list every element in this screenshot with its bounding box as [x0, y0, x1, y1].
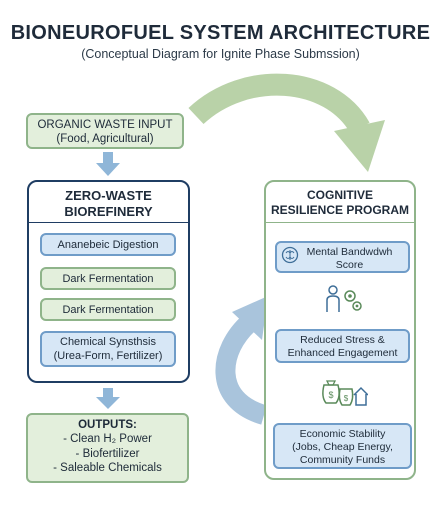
program-divider — [266, 222, 414, 223]
cognitive-program-title: COGNITIVE RESILIENCE PROGRAM — [264, 188, 416, 218]
down-arrow-2-shaft — [103, 388, 113, 398]
anaerobic-digestion-box: Ananebeic Digestion — [40, 233, 176, 256]
down-arrow-1-shaft — [103, 152, 113, 164]
down-arrow-1-head — [96, 163, 120, 176]
output-item-2: - Biofertilizer — [75, 447, 140, 460]
curved-arrow-green-head — [334, 120, 385, 172]
chemical-synthesis-box: Chemical Synsthsis (Urea-Form, Fertilize… — [40, 331, 176, 367]
outputs-box: OUTPUTS: - Clean H₂ Power - Biofertilize… — [26, 413, 189, 483]
input-line-2: (Food, Agricultural) — [56, 133, 154, 146]
svg-text:$: $ — [328, 390, 333, 400]
program-title-line-1: COGNITIVE — [306, 188, 373, 202]
step-4-line-1: Chemical Synsthsis — [60, 336, 156, 348]
money-bags-house-icon: $ $ — [322, 380, 368, 406]
step-2-label: Dark Fermentation — [62, 273, 154, 285]
curved-arrow-blue-head — [232, 296, 268, 340]
program-box-3-line-3: Community Funds — [299, 454, 386, 467]
biorefinery-title: ZERO-WASTE BIOREFINERY — [27, 188, 190, 221]
curved-arrow-green — [188, 73, 370, 134]
biorefinery-divider — [28, 222, 189, 223]
economic-stability-box: Economic Stability (Jobs, Cheap Energy, … — [273, 423, 412, 469]
organic-waste-input-box: ORGANIC WASTE INPUT (Food, Agricultural) — [26, 113, 184, 149]
biorefinery-title-line-1: ZERO-WASTE — [65, 188, 152, 203]
down-arrow-2-head — [96, 397, 120, 409]
biorefinery-title-line-2: BIOREFINERY — [64, 204, 153, 220]
program-title-line-2: RESILIENCE PROGRAM — [270, 203, 409, 217]
input-line-1: ORGANIC WASTE INPUT — [37, 119, 173, 131]
mental-bandwidth-box: Mental Bandwdwh Score — [275, 241, 410, 273]
dark-fermentation-box-2: Dark Fermentation — [40, 298, 176, 321]
outputs-title: OUTPUTS: — [78, 419, 137, 431]
step-3-label: Dark Fermentation — [62, 304, 154, 316]
output-item-3: - Saleable Chemicals — [53, 462, 162, 475]
dark-fermentation-box-1: Dark Fermentation — [40, 267, 176, 290]
curved-arrow-blue — [215, 314, 268, 425]
program-box-2-line-1: Reduced Stress & — [300, 334, 385, 346]
output-item-1: - Clean H₂ Power — [63, 433, 152, 446]
step-4-line-2: (Urea-Form, Fertilizer) — [53, 349, 163, 362]
program-box-1-line-2: Score — [335, 259, 364, 272]
diagram-subtitle: (Conceptual Diagram for Ignite Phase Sub… — [81, 47, 360, 61]
svg-text:$: $ — [344, 394, 349, 403]
reduced-stress-box: Reduced Stress & Enhanced Engagement — [275, 329, 410, 363]
brain-icon — [281, 246, 299, 264]
diagram-title: BIONEUROFUEL SYSTEM ARCHITECTURE — [10, 22, 431, 44]
program-box-2-line-2: Enhanced Engagement — [287, 347, 398, 360]
person-gears-icon — [326, 285, 362, 312]
program-box-1-line-1: Mental Bandwdwh — [306, 246, 393, 258]
step-1-label: Ananebeic Digestion — [57, 239, 159, 251]
program-box-3-line-2: (Jobs, Cheap Energy, — [292, 441, 393, 454]
program-box-3-line-1: Economic Stability — [299, 428, 386, 440]
